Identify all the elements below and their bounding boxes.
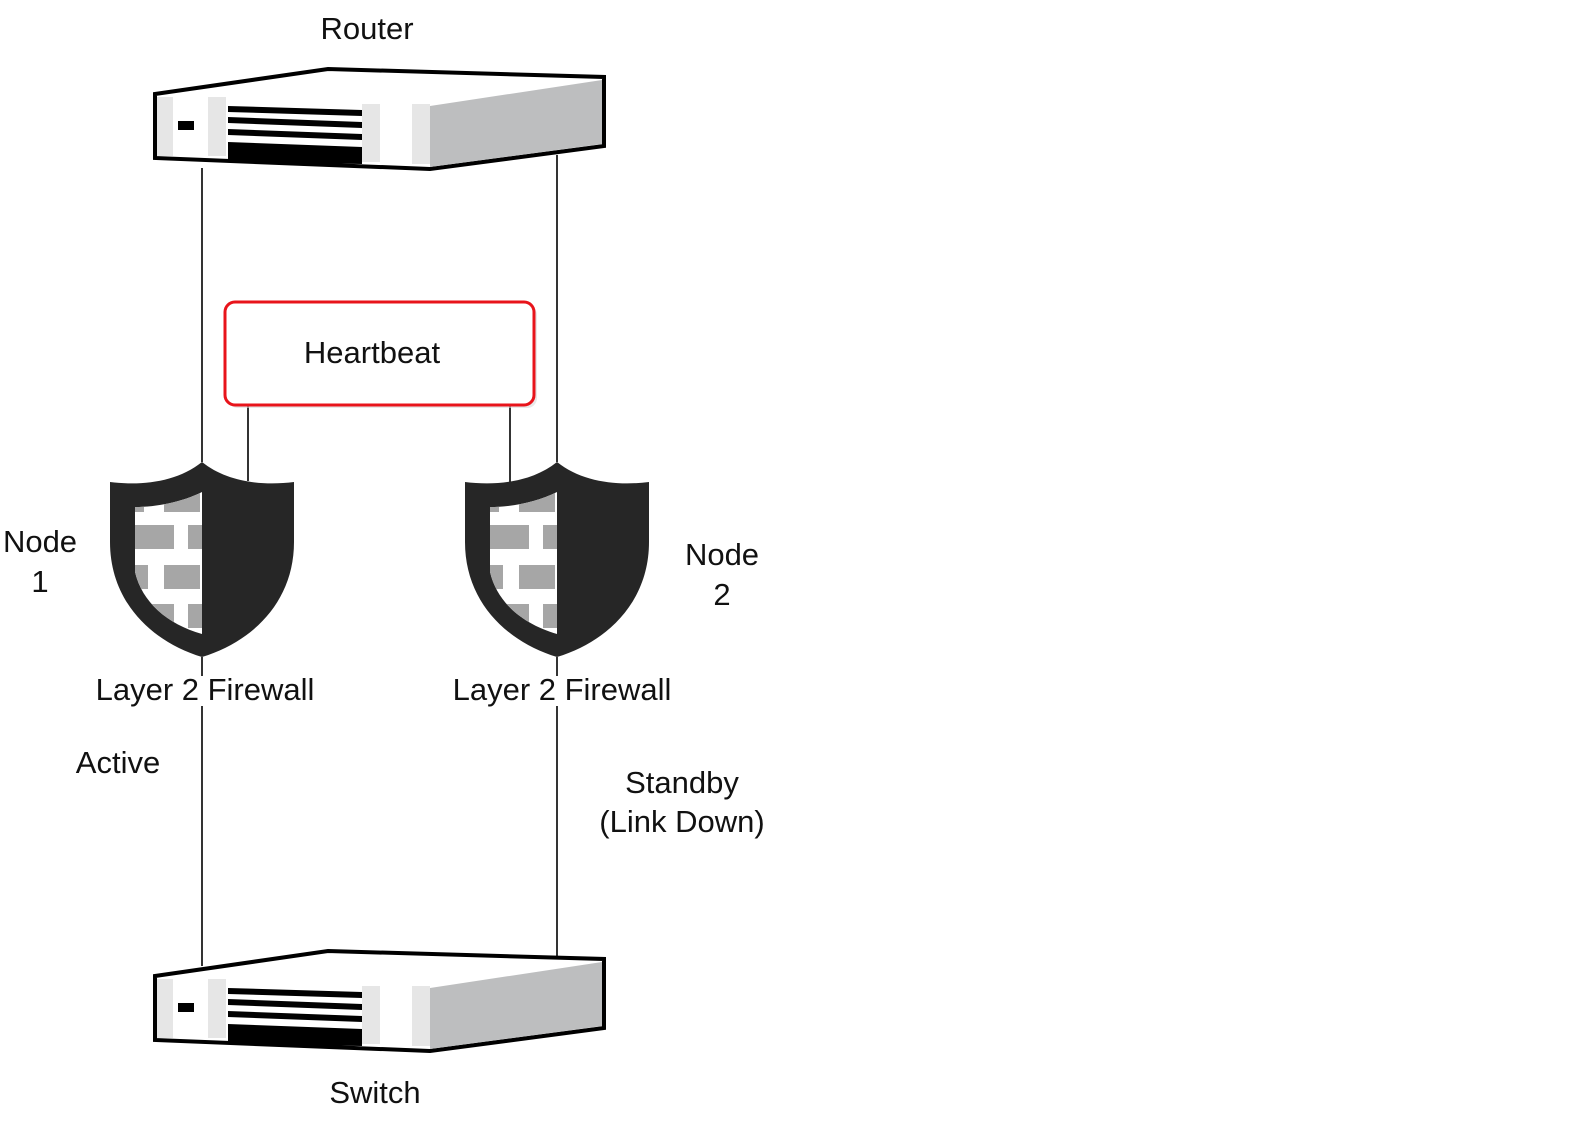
- firewall2-label: Layer 2 Firewall: [453, 672, 672, 707]
- switch-label: Switch: [329, 1075, 420, 1110]
- active-label: Active: [76, 745, 160, 780]
- firewall1-label: Layer 2 Firewall: [96, 672, 315, 707]
- firewall-node2-icon: [465, 462, 649, 657]
- switch-icon: [153, 949, 606, 1053]
- standby-label: Standby: [625, 765, 739, 800]
- node2-number: 2: [713, 577, 730, 612]
- link-down-label: (Link Down): [599, 804, 764, 839]
- heartbeat-label: Heartbeat: [304, 335, 441, 370]
- node1-label: Node: [3, 524, 77, 559]
- router-label: Router: [320, 11, 413, 46]
- heartbeat-box: [223, 300, 536, 407]
- node1-number: 1: [31, 564, 48, 599]
- links: [201, 155, 558, 966]
- firewall-node1-icon: [110, 462, 294, 657]
- router-icon: [153, 67, 606, 171]
- node2-label: Node: [685, 537, 759, 572]
